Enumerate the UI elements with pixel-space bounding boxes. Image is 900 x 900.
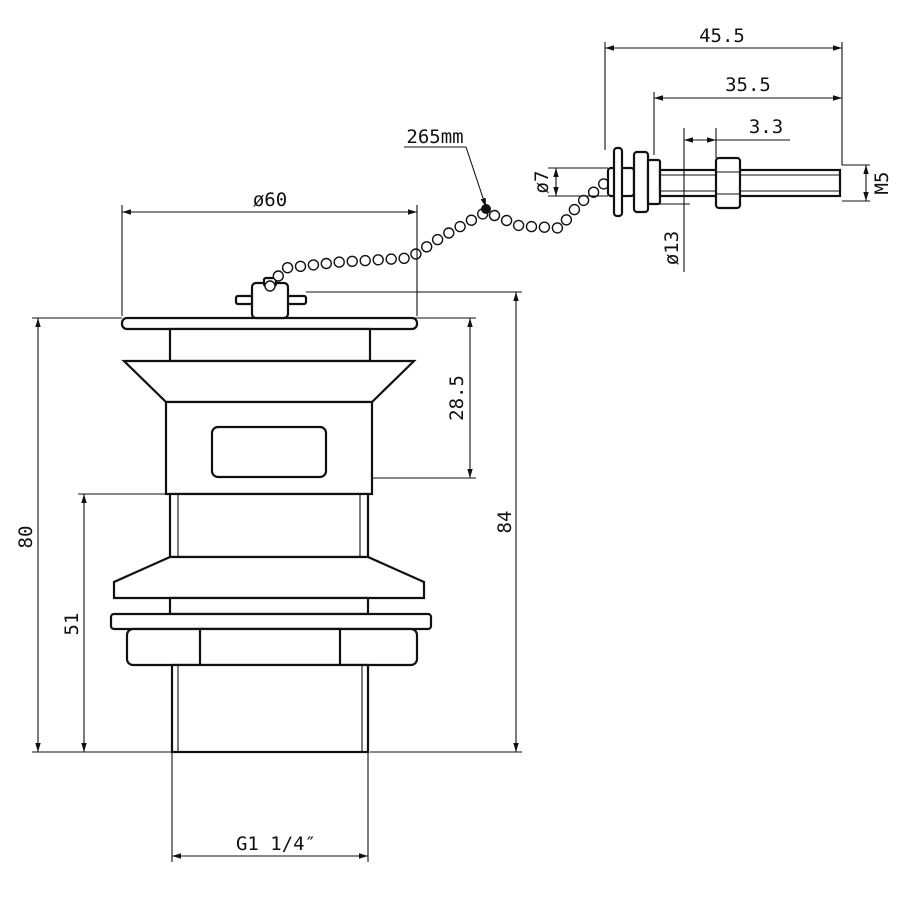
washer <box>632 150 650 214</box>
upper-cone <box>121 359 417 404</box>
collar <box>168 596 370 616</box>
dim-total-height: 84 <box>494 511 516 534</box>
chain-bead <box>307 259 320 271</box>
chain-bead <box>587 186 600 198</box>
pin-crossbar <box>612 146 624 218</box>
chain-bead <box>410 248 422 260</box>
lower-cone <box>112 555 426 600</box>
dim-thread-size: G1 1/4″ <box>236 833 316 855</box>
bolt-collar <box>646 158 662 206</box>
chain-bead <box>385 253 397 265</box>
chain-bead <box>577 194 590 207</box>
chain-bead <box>465 214 478 226</box>
chain-bead <box>320 257 332 270</box>
overflow-slot <box>210 425 328 479</box>
dim-thread: M5 <box>871 172 893 195</box>
hex-nut <box>714 156 742 210</box>
chain-bead <box>281 262 294 274</box>
dim-bolt-length: 35.5 <box>725 74 771 96</box>
chain-bead <box>264 280 276 292</box>
chain-bead <box>560 214 573 226</box>
dim-collar-diameter: ø13 <box>661 231 683 265</box>
dim-pin-diameter: ø7 <box>531 171 553 194</box>
chain-bead <box>512 219 525 232</box>
chain-bead <box>294 260 307 272</box>
chain-bead <box>346 255 358 267</box>
chain-bead <box>500 214 513 227</box>
dim-nut-width: 3.3 <box>749 116 783 138</box>
chain-bead <box>398 252 410 264</box>
ball-chain <box>264 178 610 292</box>
chain-bead <box>538 221 551 233</box>
dim-body-height: 80 <box>15 526 37 549</box>
dim-slot-offset: 28.5 <box>446 375 468 421</box>
chain-bead <box>488 209 501 222</box>
threaded-tail <box>170 663 370 754</box>
chain-bead <box>568 203 581 216</box>
threaded-bolt <box>658 168 842 198</box>
backnut-face <box>198 627 342 667</box>
chain-bead <box>431 233 444 246</box>
chain-bead <box>525 220 538 233</box>
backnut-flange <box>109 612 433 631</box>
lower-body <box>168 492 370 559</box>
chain-bead <box>372 254 384 266</box>
dimension-lines <box>32 42 870 862</box>
plug-neck <box>168 327 372 363</box>
stay-pin <box>606 146 842 218</box>
chain-bead <box>551 222 564 234</box>
dim-chain-length: 265mm <box>406 126 463 148</box>
dim-overall-width: 45.5 <box>699 25 745 47</box>
chain-bead <box>333 256 345 268</box>
waste-body <box>109 316 433 754</box>
chain-bead <box>454 220 466 233</box>
flange-cap <box>120 316 419 331</box>
chain-bead <box>359 254 371 267</box>
dim-thread-height: 51 <box>61 613 83 636</box>
dim-flange-diameter: ø60 <box>253 189 287 211</box>
chain-bead <box>272 270 284 282</box>
chain-bead <box>421 241 433 253</box>
chain-bead <box>443 227 455 239</box>
